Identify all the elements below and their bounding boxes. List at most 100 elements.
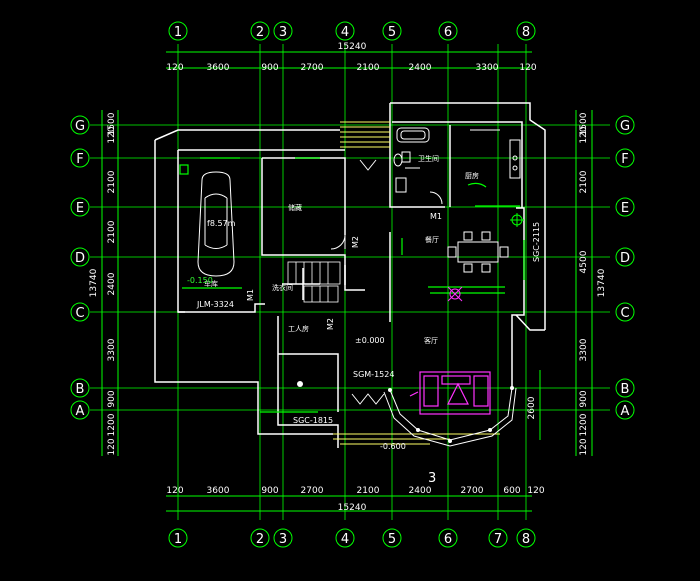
sofa-set-icon bbox=[409, 371, 491, 415]
dim-bottom-segment: 3600 bbox=[207, 486, 230, 496]
axis-bubble-right: B bbox=[621, 382, 630, 397]
dim-left-total: 13740 bbox=[89, 268, 99, 297]
axis-bubble-left: B bbox=[76, 382, 85, 397]
dim-right-segment: 2100 bbox=[579, 170, 589, 193]
dim-left-segment: 900 bbox=[107, 390, 117, 407]
axis-bubble-bottom: 5 bbox=[388, 532, 396, 547]
dim-top-segment: 2400 bbox=[409, 63, 432, 73]
axis-bubble-bottom: 3 bbox=[279, 532, 287, 547]
dim-bottom-segment: 120 bbox=[527, 486, 544, 496]
dim-top-segment: 120 bbox=[166, 63, 183, 73]
axis-bubble-right: D bbox=[620, 251, 630, 266]
dim-right-segment: 3300 bbox=[579, 338, 589, 361]
dim-top-segment: 3300 bbox=[476, 63, 499, 73]
dim-left-segment: 3300 bbox=[107, 338, 117, 361]
dim-bottom-segment: 2400 bbox=[409, 486, 432, 496]
dim-right-segment: 120 bbox=[579, 126, 589, 143]
axis-bubble-bottom: 1 bbox=[174, 532, 182, 547]
plant-icon bbox=[510, 213, 524, 227]
axis-bubble-left: C bbox=[75, 306, 84, 321]
storage-label: 储藏 bbox=[288, 203, 302, 212]
dimension-lines bbox=[101, 51, 593, 512]
column-dots bbox=[297, 381, 514, 443]
axis-bubble-bottom: 4 bbox=[341, 532, 349, 547]
drawing-labels: f8.57m 车库 -0.150 JLM-3324 M1 储藏 M2 洗衣间 工… bbox=[187, 154, 541, 486]
axis-bubble-bottom: 7 bbox=[494, 532, 502, 547]
axis-bubble-left: F bbox=[76, 152, 83, 167]
walls bbox=[154, 102, 546, 448]
dim-right-segment: 900 bbox=[579, 390, 589, 407]
dining-table-icon bbox=[447, 231, 509, 273]
car-size-label: f8.57m bbox=[207, 219, 236, 228]
dim-left-segment: 120 bbox=[107, 438, 117, 455]
garage-level-label: -0.150 bbox=[187, 276, 213, 285]
dim-right-inner: 2600 bbox=[527, 396, 537, 419]
axis-bubble-top: 3 bbox=[279, 25, 287, 40]
door-m2-servant-label: M2 bbox=[326, 318, 335, 330]
dim-top-segment: 120 bbox=[519, 63, 536, 73]
dim-bottom-segment: 2700 bbox=[301, 486, 324, 496]
kitchen-label: 厨房 bbox=[465, 171, 479, 180]
bathroom-kitchen-fixtures bbox=[393, 127, 521, 193]
dim-bottom-segment: 600 bbox=[503, 486, 520, 496]
main-level-label: ±0.000 bbox=[355, 336, 385, 345]
axis-bubble-bottom: 8 bbox=[522, 532, 530, 547]
garage-label: 车库 bbox=[204, 279, 218, 288]
axis-bubble-right: C bbox=[620, 306, 629, 321]
dim-bottom-segment: 900 bbox=[261, 486, 278, 496]
axis-bubble-right: E bbox=[621, 201, 629, 216]
section-mark: 3 bbox=[428, 471, 436, 486]
door-m1-right-label: M1 bbox=[430, 212, 442, 221]
axis-bubble-top: 1 bbox=[174, 25, 182, 40]
axis-bubble-left: G bbox=[75, 119, 85, 134]
axis-bubble-top: 8 bbox=[522, 25, 530, 40]
axis-bubble-bottom: 6 bbox=[444, 532, 452, 547]
dim-bottom-segment: 120 bbox=[166, 486, 183, 496]
dim-top-segment: 2100 bbox=[357, 63, 380, 73]
dim-top-total: 15240 bbox=[338, 42, 367, 52]
lamp-icon bbox=[447, 286, 463, 302]
right-window-label: SGC-2115 bbox=[532, 222, 541, 262]
dim-bottom-total: 15240 bbox=[338, 503, 367, 513]
door-swings bbox=[330, 159, 443, 405]
bottom-window-label: SGC-1815 bbox=[293, 416, 333, 425]
axis-bubble-left: A bbox=[76, 404, 85, 419]
windows bbox=[333, 121, 500, 445]
dining-label: 餐厅 bbox=[425, 235, 439, 244]
axis-bubble-top: 6 bbox=[444, 25, 452, 40]
axis-bubble-top: 5 bbox=[388, 25, 396, 40]
dim-right-segment: 1200 bbox=[579, 413, 589, 436]
dim-right-segment: 120 bbox=[579, 438, 589, 455]
dim-bottom-segment: 2700 bbox=[461, 486, 484, 496]
axis-bubble-left: D bbox=[75, 251, 85, 266]
bathroom-label: 卫生间 bbox=[418, 154, 439, 163]
car-icon bbox=[197, 171, 235, 277]
dim-left-segment: 2100 bbox=[107, 220, 117, 243]
dim-right-segment: 1500 bbox=[579, 112, 589, 135]
axis-bubble-right: A bbox=[621, 404, 630, 419]
laundry-label: 洗衣间 bbox=[272, 283, 293, 292]
dim-top-segment: 900 bbox=[261, 63, 278, 73]
axis-bubble-top: 2 bbox=[256, 25, 264, 40]
living-label: 客厅 bbox=[424, 336, 438, 345]
servant-room-label: 工人房 bbox=[288, 324, 309, 333]
axis-bubble-left: E bbox=[76, 201, 84, 216]
axis-bubble-top: 4 bbox=[341, 25, 349, 40]
entry-door-label: SGM-1524 bbox=[353, 370, 394, 379]
dim-right-total: 13740 bbox=[597, 268, 607, 297]
dim-top-segment: 3600 bbox=[207, 63, 230, 73]
outside-level-label: -0.600 bbox=[380, 442, 406, 451]
dim-left-segment: 2400 bbox=[107, 272, 117, 295]
axis-bubble-right: F bbox=[621, 152, 628, 167]
stairs bbox=[287, 261, 341, 303]
dim-left-segment: 2100 bbox=[107, 170, 117, 193]
door-m1-left-label: M1 bbox=[246, 289, 255, 301]
garage-door-label: JLM-3324 bbox=[196, 300, 234, 309]
door-m2-label: M2 bbox=[351, 236, 360, 248]
axis-bubble-bottom: 2 bbox=[256, 532, 264, 547]
dim-top-segment: 2700 bbox=[301, 63, 324, 73]
dim-left-segment: 1200 bbox=[107, 413, 117, 436]
green-features bbox=[179, 157, 525, 413]
